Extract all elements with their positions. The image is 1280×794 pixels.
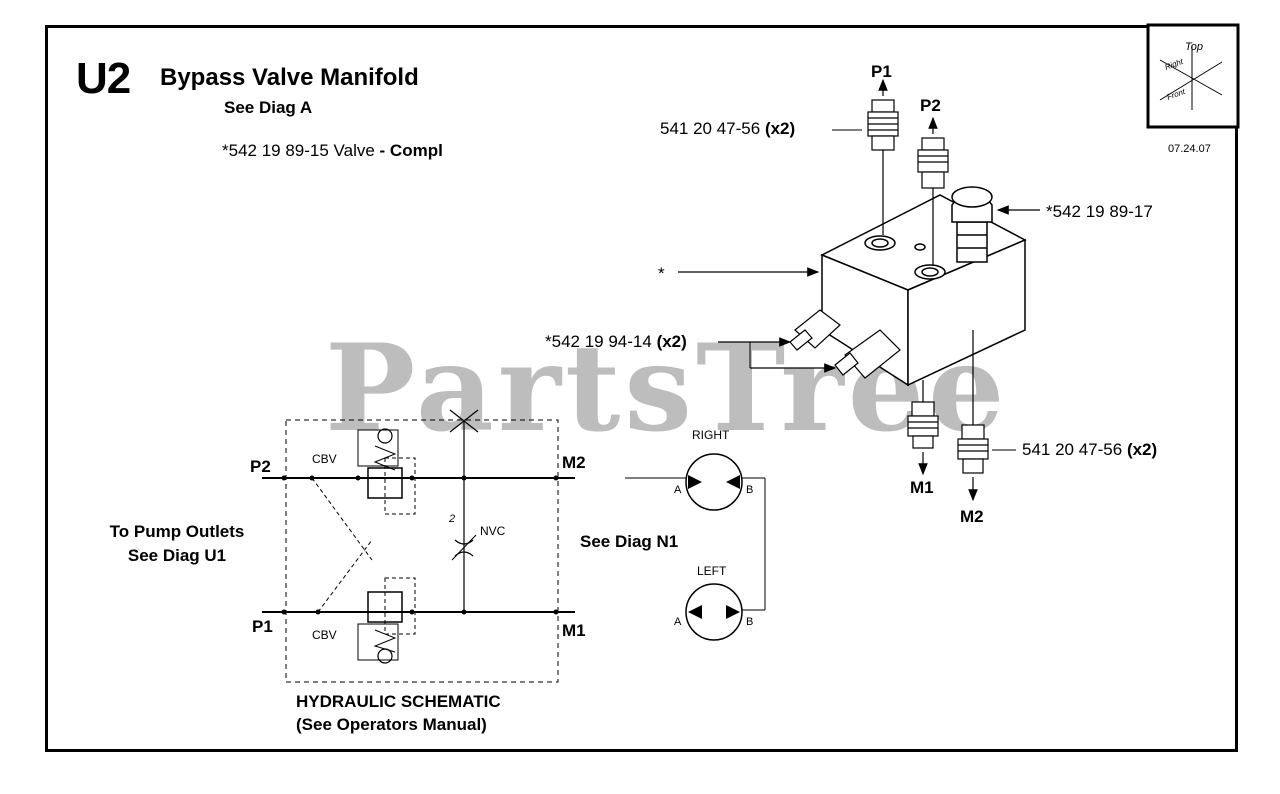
callout-valve-cap: *542 19 89-17 — [1046, 202, 1153, 221]
pump-outlets-label: To Pump Outlets — [109, 522, 245, 541]
schematic-m2: M2 — [562, 453, 586, 472]
port-label-p2: P2 — [920, 96, 941, 115]
diagram-title: Bypass Valve Manifold — [160, 64, 419, 91]
motor-right — [625, 453, 766, 610]
motor-right-label: RIGHT — [692, 428, 730, 442]
motor-left — [685, 583, 765, 641]
kit-part-suffix: - Compl — [379, 141, 443, 160]
schematic-junctions — [281, 475, 559, 615]
cbv-lower-label: CBV — [312, 628, 337, 642]
schematic-p2: P2 — [250, 457, 271, 476]
port-label-m2: M2 — [960, 507, 984, 526]
motor-left-label: LEFT — [697, 564, 727, 578]
callout-top-fitting: 541 20 47-56 (x2) — [660, 119, 795, 139]
motor-ref-label: See Diag N1 — [580, 532, 679, 551]
diagram-frame — [45, 25, 1238, 752]
callout-top-fitting-qty: (x2) — [764, 119, 796, 138]
callout-bottom-fitting-qty: (x2) — [1126, 440, 1158, 459]
motor-right-port-b: B — [746, 484, 754, 496]
motor-left-port-b: B — [746, 616, 754, 628]
callout-side-fitting-qty: (x2) — [656, 332, 687, 351]
side-fitting-upper — [789, 309, 841, 351]
side-fitting-lower — [834, 329, 901, 379]
diagram-subtitle: See Diag A — [224, 98, 313, 117]
fitting-m1 — [907, 380, 939, 449]
port-label-p1: P1 — [871, 62, 892, 81]
nvc-number: 2 — [449, 513, 456, 525]
callout-bottom-fitting: 541 20 47-56 (x2) — [1022, 440, 1157, 460]
schematic-p1: P1 — [252, 617, 273, 636]
callout-bottom-fitting-part: 541 20 47-56 — [1022, 440, 1123, 459]
fitting-p1 — [867, 99, 899, 235]
nvc-label: NVC — [480, 524, 506, 538]
fitting-p2 — [917, 137, 949, 265]
fitting-m2 — [957, 330, 989, 474]
orientation-top: Top — [1185, 41, 1203, 53]
schematic-title: HYDRAULIC SCHEMATIC — [296, 692, 501, 711]
hydraulic-schematic — [262, 409, 575, 683]
schematic-m1: M1 — [562, 621, 586, 640]
kit-part-label: *542 19 89-15 Valve - Compl — [222, 141, 443, 161]
orientation-box: Top Right Front — [1146, 23, 1240, 129]
motor-right-port-a: A — [674, 484, 682, 496]
diagram-code: U2 — [76, 54, 131, 103]
manifold-block — [820, 194, 1027, 387]
kit-part-number: *542 19 89-15 Valve — [222, 141, 375, 160]
valve-cap — [951, 186, 993, 263]
cbv-upper-label: CBV — [312, 452, 337, 466]
callout-side-fitting-part: *542 19 94-14 — [545, 332, 652, 351]
date-code: 07.24.07 — [1168, 143, 1211, 155]
pump-outlets-ref: See Diag U1 — [127, 546, 227, 565]
callout-side-fitting: *542 19 94-14 (x2) — [545, 332, 687, 352]
callout-manifold: * — [658, 264, 665, 283]
schematic-subtitle: (See Operators Manual) — [296, 715, 487, 734]
callout-top-fitting-part: 541 20 47-56 — [660, 119, 761, 138]
motor-left-port-a: A — [674, 616, 682, 628]
port-label-m1: M1 — [910, 478, 934, 497]
